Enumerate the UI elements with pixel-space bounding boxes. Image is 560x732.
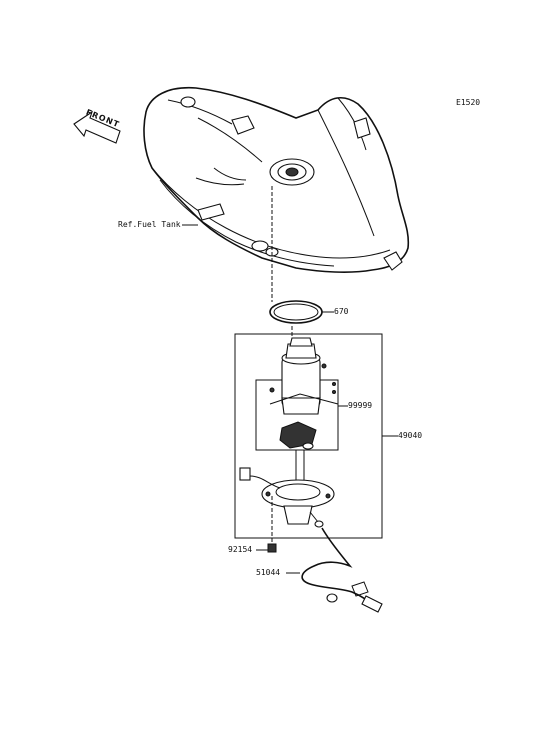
diagram-code: E1520 <box>456 98 481 107</box>
fuel-tank-drawing <box>143 86 410 273</box>
bolt-92154-drawing <box>267 496 277 553</box>
part-number-filter: 99999 <box>348 401 373 410</box>
connector-drawing <box>239 467 281 489</box>
filter-drawing <box>279 421 317 450</box>
hose-51044-drawing <box>301 527 383 613</box>
part-number-hose: 51044 <box>256 568 281 577</box>
front-arrow-icon <box>73 110 121 144</box>
part-number-assembly: 49040 <box>398 431 423 440</box>
mounting-flange-drawing <box>261 479 335 528</box>
part-number-bolt: 92154 <box>228 545 253 554</box>
part-number-oring: 670 <box>334 307 349 316</box>
oring-670-drawing <box>269 300 323 324</box>
tank-reference-label: Ref.Fuel Tank <box>118 220 181 229</box>
fuel-pump-drawing <box>269 337 339 415</box>
